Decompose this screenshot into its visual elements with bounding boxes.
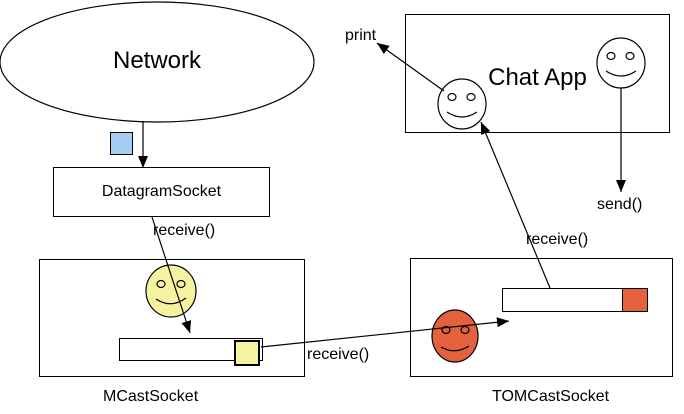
datagram-socket-label: DatagramSocket xyxy=(101,183,222,200)
mcast-queue-packet-square-icon xyxy=(234,340,260,366)
receive-label-datagram: receive() xyxy=(153,222,216,239)
mcast-socket-label: MCastSocket xyxy=(103,388,199,405)
datagram-socket-box: DatagramSocket xyxy=(53,167,270,217)
send-label: send() xyxy=(597,196,643,213)
tomcast-socket-label: TOMCastSocket xyxy=(492,388,610,405)
receive-label-mcast: receive() xyxy=(307,346,370,363)
chat-app-label: Chat App xyxy=(488,64,587,91)
receive-label-tomcast: receive() xyxy=(526,231,589,248)
print-label: print xyxy=(345,27,377,44)
network-packet-square-icon xyxy=(110,132,133,155)
tomcast-queue-packet-square-icon xyxy=(622,288,648,312)
tomcast-socket-box xyxy=(410,258,673,377)
mcast-queue xyxy=(119,338,263,361)
network-label: Network xyxy=(112,47,202,74)
